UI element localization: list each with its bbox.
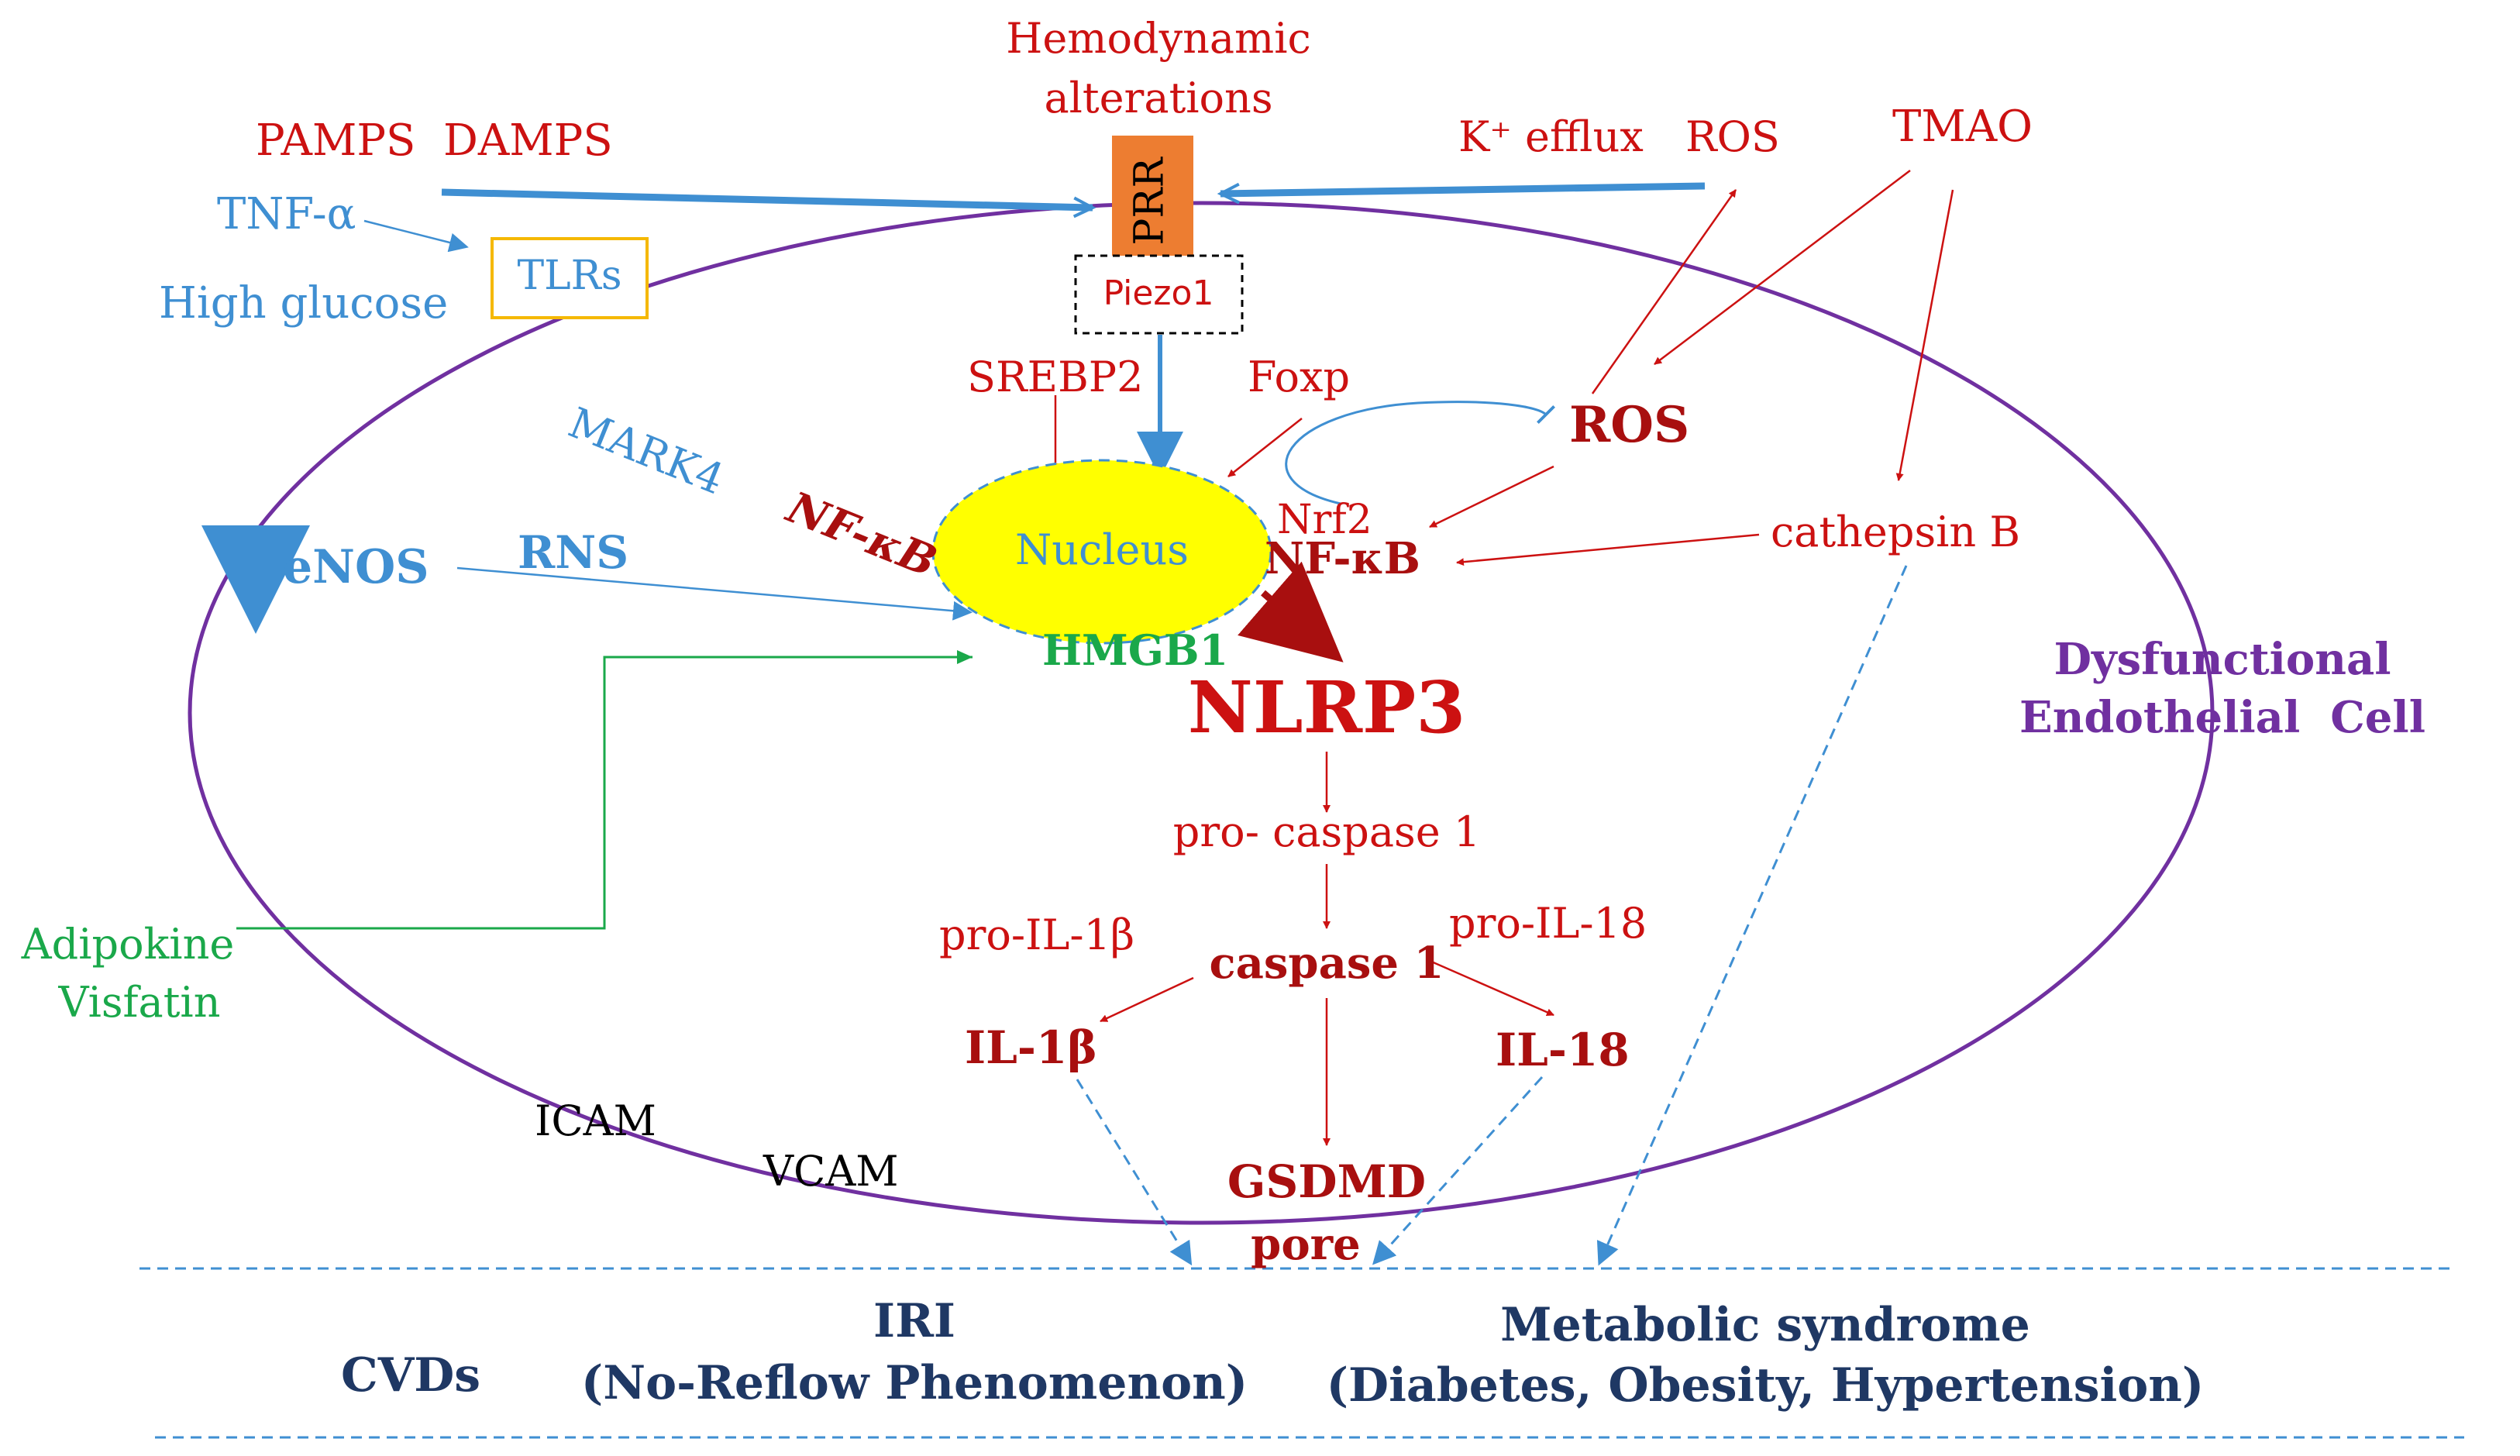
nucleus-label: Nucleus: [1015, 525, 1189, 574]
cathepsin-b-label: cathepsin B: [1771, 508, 2020, 556]
nfkb-right-label: NF-κB: [1265, 533, 1420, 584]
arrow-rns-to-nucleus: [456, 566, 973, 621]
arrow-visfatin-to-hmgb1: [236, 650, 973, 930]
pamps-damps-label: PAMPS DAMPS: [256, 115, 613, 166]
arrow-ros-to-nfkb: [1429, 465, 1554, 528]
tmao-label: TMAO: [1892, 102, 2033, 152]
arrow-tmao-to-cathepsin: [1895, 189, 1954, 481]
arrow-tmao-to-ros: [1654, 170, 1911, 365]
caspase1-label: caspase 1: [1210, 938, 1444, 989]
enos-label: eNOS: [283, 540, 429, 594]
arrow-ros-to-ros-outside: [1591, 189, 1737, 394]
metabolic-label: Metabolic syndrome: [1500, 1298, 2030, 1352]
arrow-caspase-to-il18: [1429, 959, 1554, 1017]
metabolic-sub-label: (Diabetes, Obesity, Hypertension): [1327, 1358, 2205, 1413]
arrow-il18-to-pore: [1372, 1076, 1544, 1265]
visfatin-label: Visfatin: [58, 978, 221, 1027]
mark4-label: MARK4: [562, 398, 731, 504]
adipokine-label: Adipokine: [21, 920, 235, 969]
nlrp3-label: NLRP3: [1188, 666, 1465, 749]
rns-label: RNS: [518, 526, 628, 579]
hemodynamic-label-line1: Hemodynamic: [1006, 14, 1311, 63]
k-efflux-label: K⁺ efflux: [1458, 112, 1644, 161]
arrow-pamps-to-prr: [441, 188, 1093, 208]
srebp2-label: SREBP2: [967, 353, 1143, 401]
arrow-caspase-to-il1b: [1100, 976, 1194, 1023]
tlrs-box: [491, 237, 649, 319]
arrow-il1b-to-pore: [1076, 1079, 1193, 1266]
tnf-alpha-label: TNF-α: [217, 189, 356, 239]
cell-label-line1: Dysfunctional: [2054, 634, 2391, 685]
prr-receptor: [1112, 136, 1193, 267]
nucleus: [931, 459, 1272, 645]
hmgb1-label: HMGB1: [1042, 625, 1228, 675]
pro-il1b-label: pro-IL-1β: [939, 910, 1134, 959]
piezo1-label: Piezo1: [1103, 274, 1214, 313]
arrow-tnf-to-tlrs: [363, 219, 469, 253]
arrow-kefflux-to-prr: [1220, 182, 1706, 194]
ros-outside-label: ROS: [1685, 112, 1780, 161]
cell-membrane: [188, 201, 2215, 1225]
icam-label: ICAM: [535, 1096, 656, 1145]
cvds-label: CVDs: [341, 1348, 480, 1403]
prr-label: PRR: [1127, 157, 1173, 246]
pro-il18-label: pro-IL-18: [1449, 899, 1647, 948]
iri-label: IRI: [873, 1294, 955, 1348]
hemodynamic-label-line2: alterations: [1044, 74, 1272, 122]
arrow-cathepsin-to-metabolic: [1596, 565, 1908, 1266]
cell-label-line2: Endothelial Cell: [2019, 692, 2425, 743]
high-glucose-label: High glucose: [159, 278, 448, 329]
ros-inside-label: ROS: [1569, 396, 1689, 454]
arrow-cathepsin-to-nfkb: [1456, 533, 1760, 566]
nrf2-feedback-loop: [1285, 401, 1556, 505]
gsdmd-label: GSDMD: [1227, 1155, 1426, 1208]
il18-label: IL-18: [1496, 1024, 1630, 1076]
vcam-label: VCAM: [763, 1147, 899, 1196]
il1b-label: IL-1β: [965, 1021, 1097, 1074]
foxp-label: Foxp: [1248, 353, 1350, 401]
nfkb-left-label: NF-κB: [779, 481, 944, 587]
tlrs-label: TLRs: [517, 253, 621, 299]
arrow-nucleus-to-nlrp3: [1238, 561, 1344, 663]
arrow-foxp-to-nucleus: [1227, 418, 1303, 477]
piezo1-box: [1074, 254, 1244, 335]
nrf2-label: Nrf2: [1277, 497, 1372, 543]
pro-caspase1-label: pro- caspase 1: [1173, 807, 1480, 856]
iri-sub-label: (No-Reflow Phenomenon): [581, 1356, 1248, 1410]
pore-label: pore: [1251, 1219, 1361, 1270]
